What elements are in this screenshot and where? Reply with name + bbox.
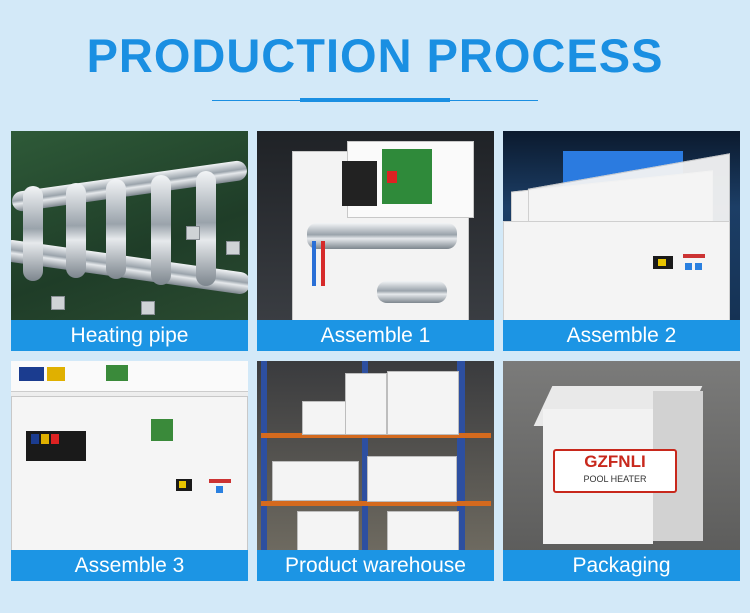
caption-heating-pipe: Heating pipe <box>11 320 248 351</box>
packaging-photo: GZFNLI POOL HEATER <box>503 361 740 551</box>
caption-assemble-1: Assemble 1 <box>257 320 494 351</box>
tile-packaging: GZFNLI POOL HEATER Packaging <box>503 361 740 581</box>
tile-assemble-1: Assemble 1 <box>257 131 494 351</box>
tile-product-warehouse: Product warehouse <box>257 361 494 581</box>
caption-assemble-3: Assemble 3 <box>11 550 248 581</box>
assemble-1-photo <box>257 131 494 323</box>
assemble-3-photo <box>11 361 248 553</box>
assemble-2-photo <box>503 131 740 334</box>
title-underline-accent <box>300 98 450 102</box>
page-title: PRODUCTION PROCESS <box>86 29 664 82</box>
box-logo: GZFNLI POOL HEATER <box>553 449 677 493</box>
tile-heating-pipe: Heating pipe <box>11 131 248 351</box>
product-warehouse-photo <box>257 361 494 553</box>
box-logo-subtitle: POOL HEATER <box>583 474 647 484</box>
heating-pipe-photo <box>11 131 248 321</box>
tile-assemble-3: Assemble 3 <box>11 361 248 581</box>
caption-packaging: Packaging <box>503 550 740 581</box>
caption-product-warehouse: Product warehouse <box>257 550 494 581</box>
tile-assemble-2: Assemble 2 <box>503 131 740 351</box>
caption-assemble-2: Assemble 2 <box>503 320 740 351</box>
box-logo-brand: GZFNLI <box>584 452 646 471</box>
